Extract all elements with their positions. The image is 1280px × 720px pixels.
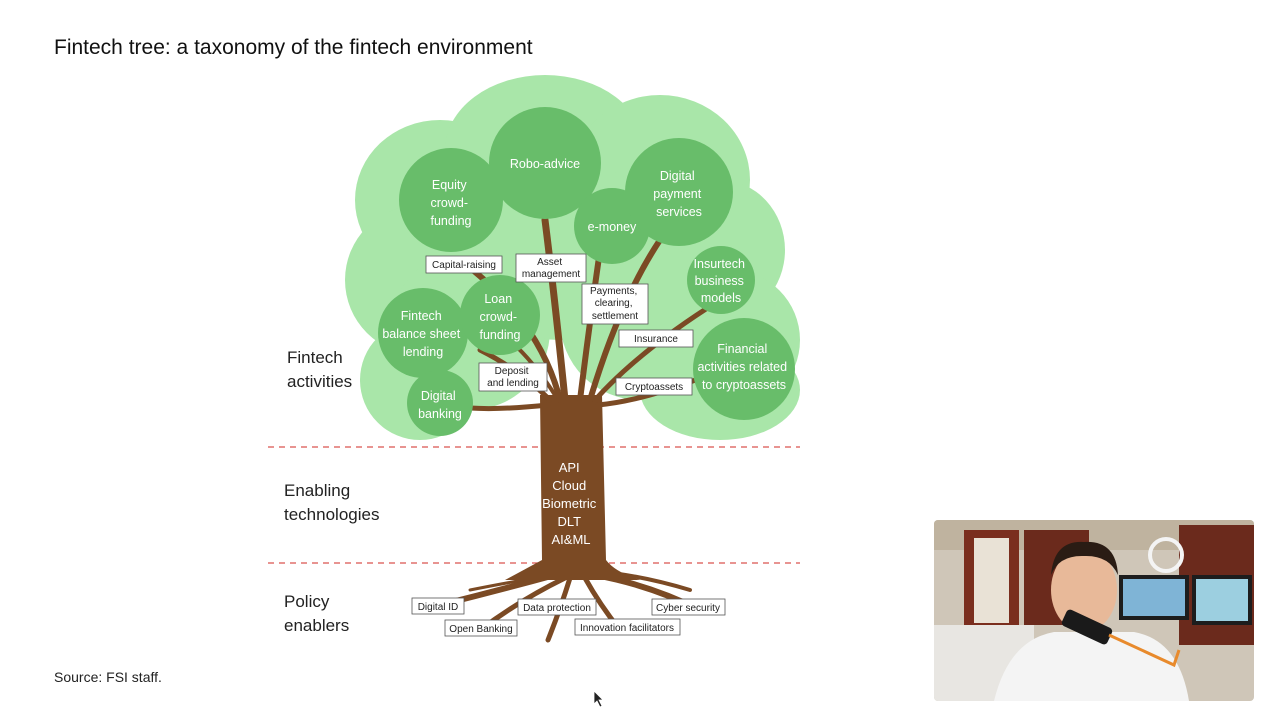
layer-label-line: activities bbox=[287, 372, 353, 391]
layer-label-policy: Policy enablers bbox=[284, 590, 349, 638]
node-digital-banking bbox=[407, 370, 473, 436]
root-label-boxes bbox=[411, 597, 726, 637]
node-financial-crypto bbox=[693, 318, 795, 420]
trunk-technologies-text: API Cloud Biometric DLT AI&ML bbox=[542, 460, 600, 547]
node-emoney-text: e-money bbox=[588, 220, 637, 234]
layer-label-activities: Fintech activities bbox=[287, 346, 352, 394]
source-note: Source: FSI staff. bbox=[54, 669, 162, 685]
presenter-video bbox=[934, 520, 1254, 701]
root-label-open-banking: Open Banking bbox=[449, 624, 512, 635]
tree-trunk bbox=[505, 395, 640, 580]
node-fintech-balance-sheet bbox=[378, 288, 468, 378]
node-loan-crowdfunding bbox=[460, 275, 540, 355]
node-equity-crowdfunding bbox=[399, 148, 503, 252]
layer-label-line: Policy bbox=[284, 592, 330, 611]
layer-label-line: Enabling bbox=[284, 481, 351, 500]
layer-label-line: Fintech bbox=[287, 348, 343, 367]
root-label-cyber: Cyber security bbox=[656, 603, 720, 614]
layer-label-line: enablers bbox=[284, 616, 350, 635]
mouse-cursor-icon bbox=[593, 690, 604, 708]
node-equity-text: Equity crowd- funding bbox=[430, 178, 471, 228]
node-digital-banking-text: Digital banking bbox=[418, 389, 462, 421]
root-label-innovation: Innovation facilitators bbox=[580, 623, 674, 634]
branch-label-crypto: Cryptoassets bbox=[625, 382, 683, 393]
node-robo-advice bbox=[489, 107, 601, 219]
node-loan-text: Loan crowd- funding bbox=[479, 292, 520, 342]
layer-label-technologies: Enabling technologies bbox=[284, 479, 379, 527]
branch-label-deposit: Deposit and lending bbox=[487, 366, 539, 389]
activity-nodes bbox=[378, 107, 795, 436]
root-label-digital-id: Digital ID bbox=[418, 602, 459, 613]
branch-label-insurance: Insurance bbox=[634, 334, 678, 345]
branch-label-capital: Capital-raising bbox=[432, 260, 496, 271]
node-digital-payment-text: Digital payment services bbox=[653, 169, 704, 219]
node-financial-text: Financial activities related to cryptoas… bbox=[697, 342, 790, 392]
layer-label-line: technologies bbox=[284, 505, 380, 524]
branch-label-payments: Payments, clearing, settlement bbox=[590, 286, 640, 322]
root-label-data-protection: Data protection bbox=[523, 603, 591, 614]
node-fintech-bs-text: Fintech balance sheet lending bbox=[382, 309, 463, 359]
node-digital-payment bbox=[625, 138, 733, 246]
slide-title: Fintech tree: a taxonomy of the fintech … bbox=[54, 36, 533, 59]
branch-label-asset: Asset management bbox=[522, 257, 581, 280]
webcam-video-overlay bbox=[934, 520, 1254, 701]
node-robo-text: Robo-advice bbox=[510, 157, 580, 171]
node-insurtech bbox=[687, 246, 755, 314]
branch-label-boxes bbox=[425, 253, 694, 396]
node-insurtech-text: Insurtech business models bbox=[694, 257, 749, 305]
